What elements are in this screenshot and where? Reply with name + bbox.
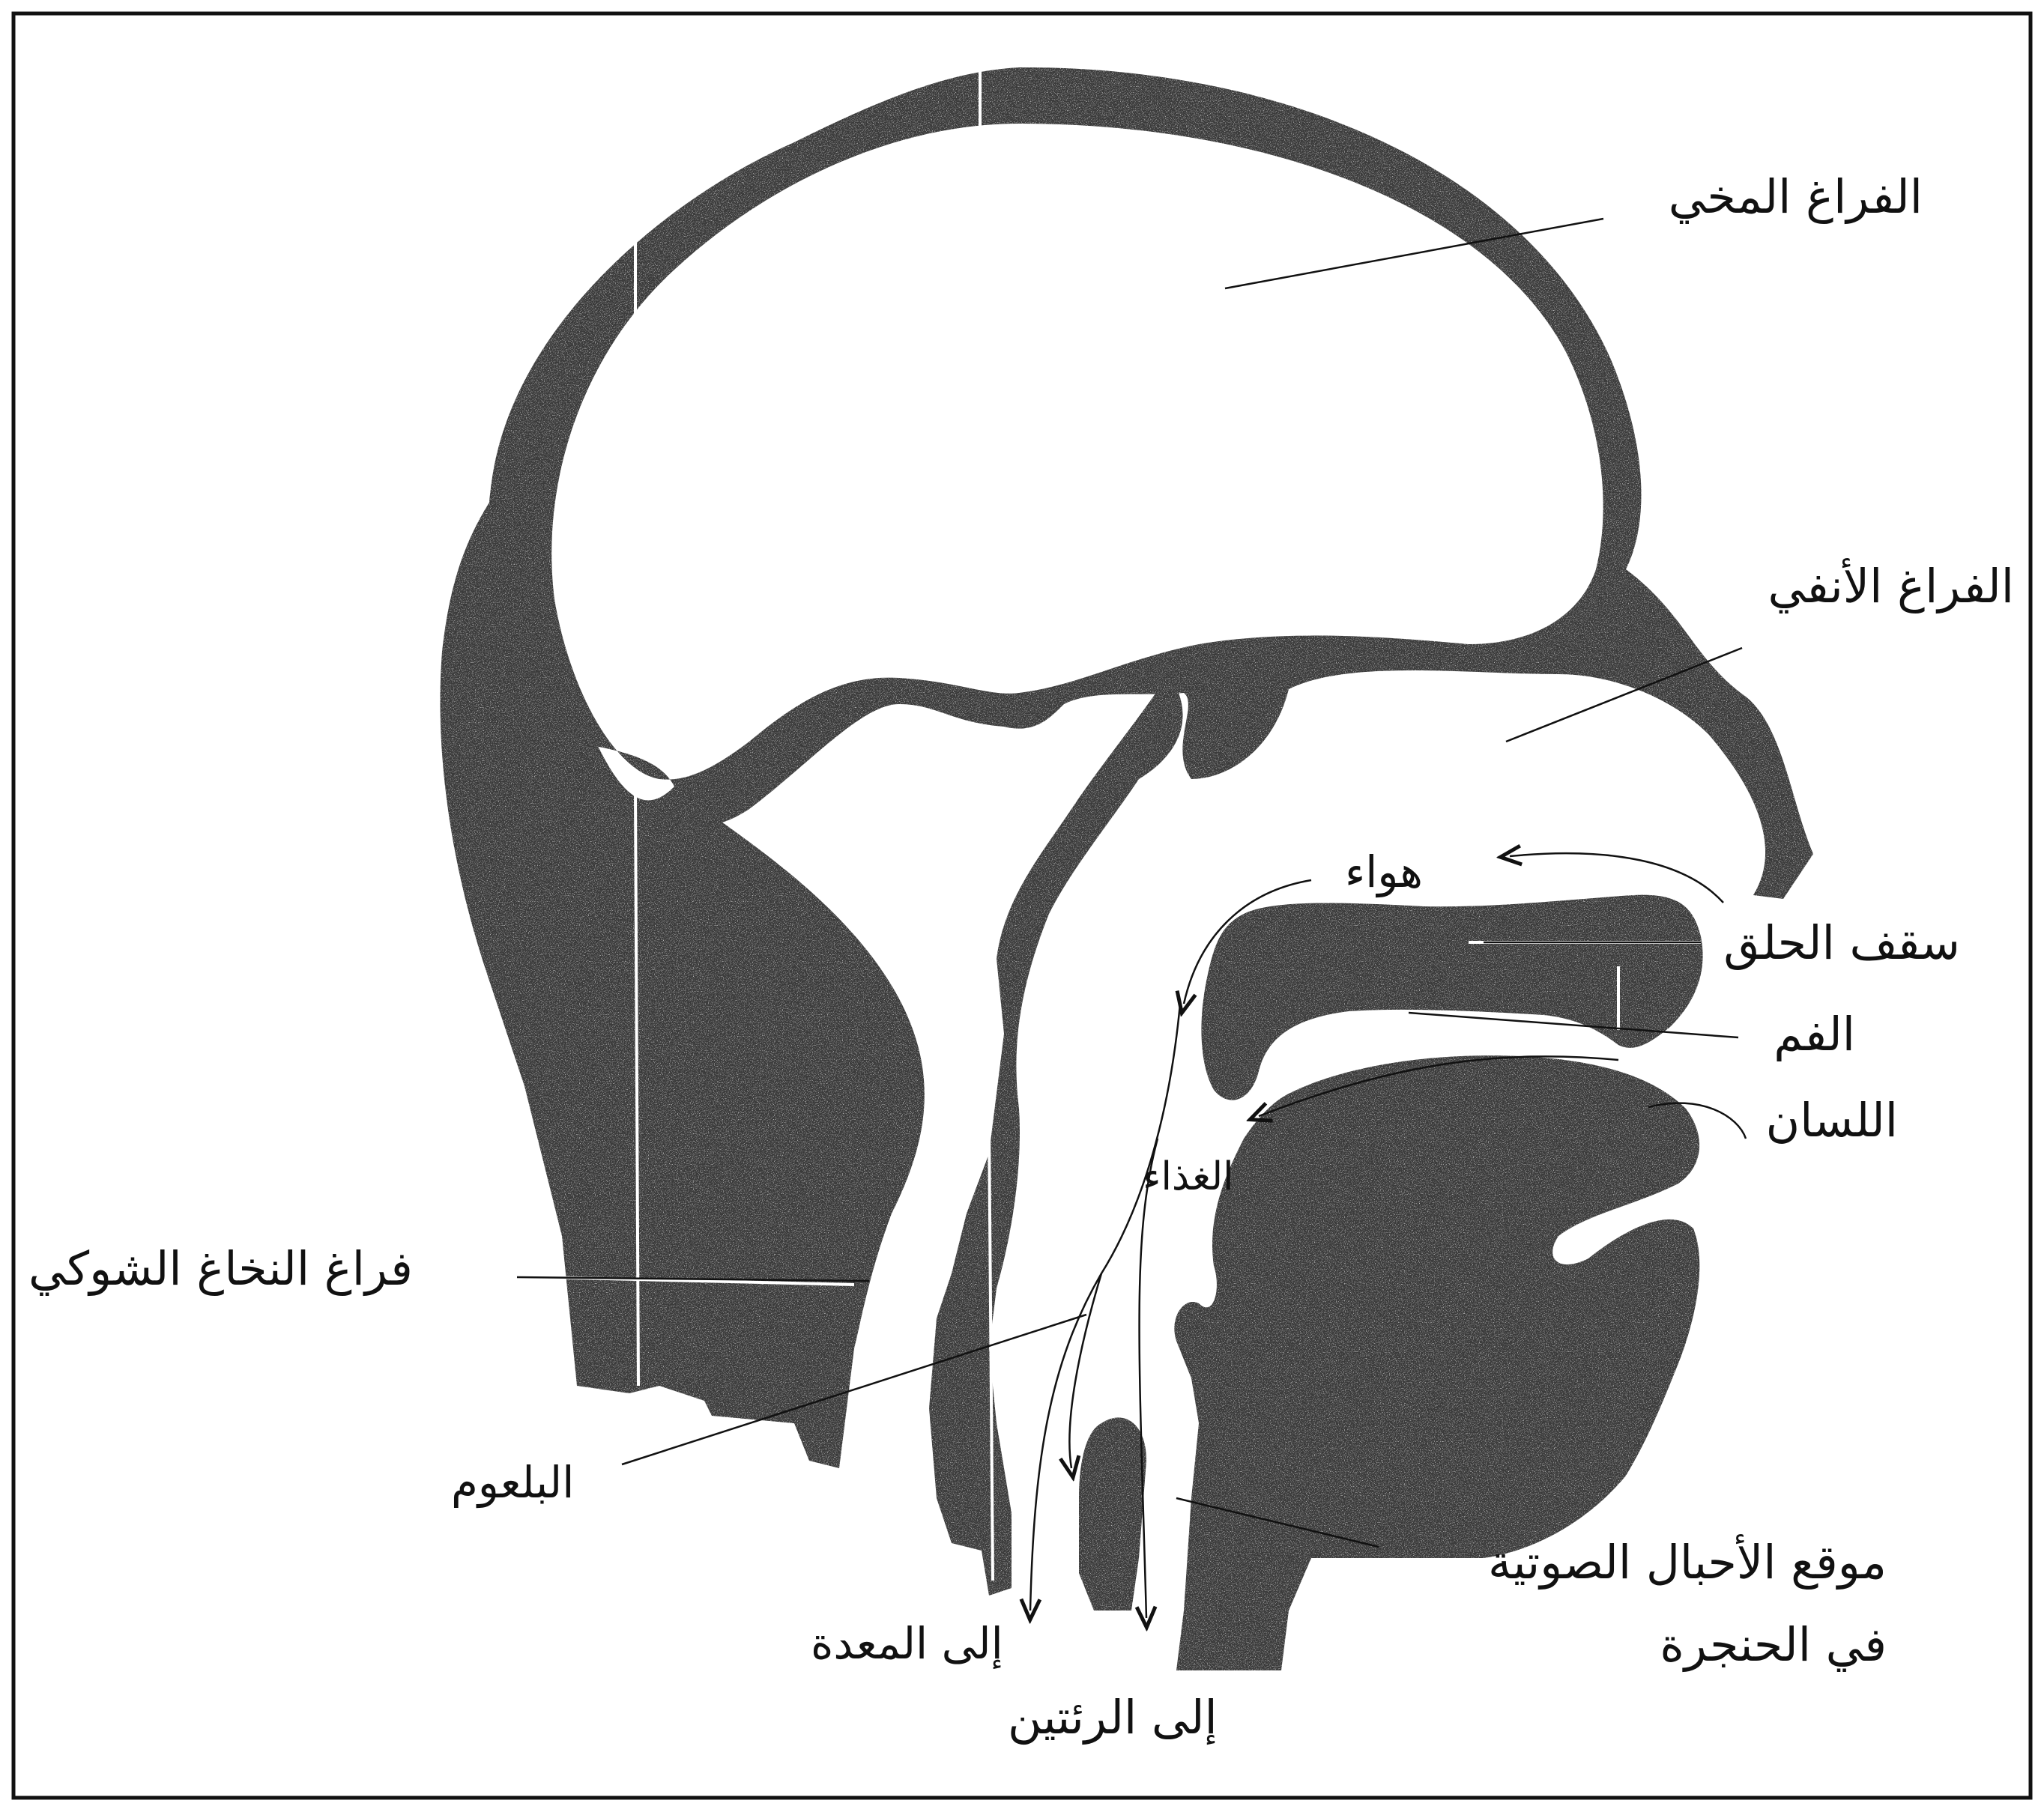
trachea-wall-shape: [1079, 1417, 1146, 1611]
label-vocal-cords-line2: في الحنجرة: [1660, 1622, 1887, 1668]
label-air: هواء: [1345, 850, 1423, 894]
label-pharynx: البلعوم: [451, 1461, 574, 1504]
label-nasal-cavity: الفراغ الأنفي: [1768, 563, 2015, 610]
label-mouth: الفم: [1774, 1011, 1855, 1058]
label-to-lungs: إلى الرئتين: [1008, 1694, 1218, 1741]
neck-block-shape: [441, 494, 925, 1468]
air-arrow-in: [1510, 853, 1723, 903]
label-to-stomach: إلى المعدة: [811, 1622, 1003, 1665]
label-spinal-cavity: فراغ النخاغ الشوكي: [28, 1246, 413, 1292]
label-food: الغذاء: [1143, 1157, 1234, 1196]
label-palate: سقف الحلق: [1723, 920, 1960, 966]
skull-shape: [487, 67, 1813, 899]
label-vocal-cords-line1: موقع الأحبال الصوتية: [1488, 1539, 1887, 1586]
label-brain-cavity: الفراغ المخي: [1669, 174, 1923, 220]
air-arrow-lungs: [1140, 1139, 1158, 1618]
label-tongue: اللسان: [1766, 1097, 1898, 1144]
